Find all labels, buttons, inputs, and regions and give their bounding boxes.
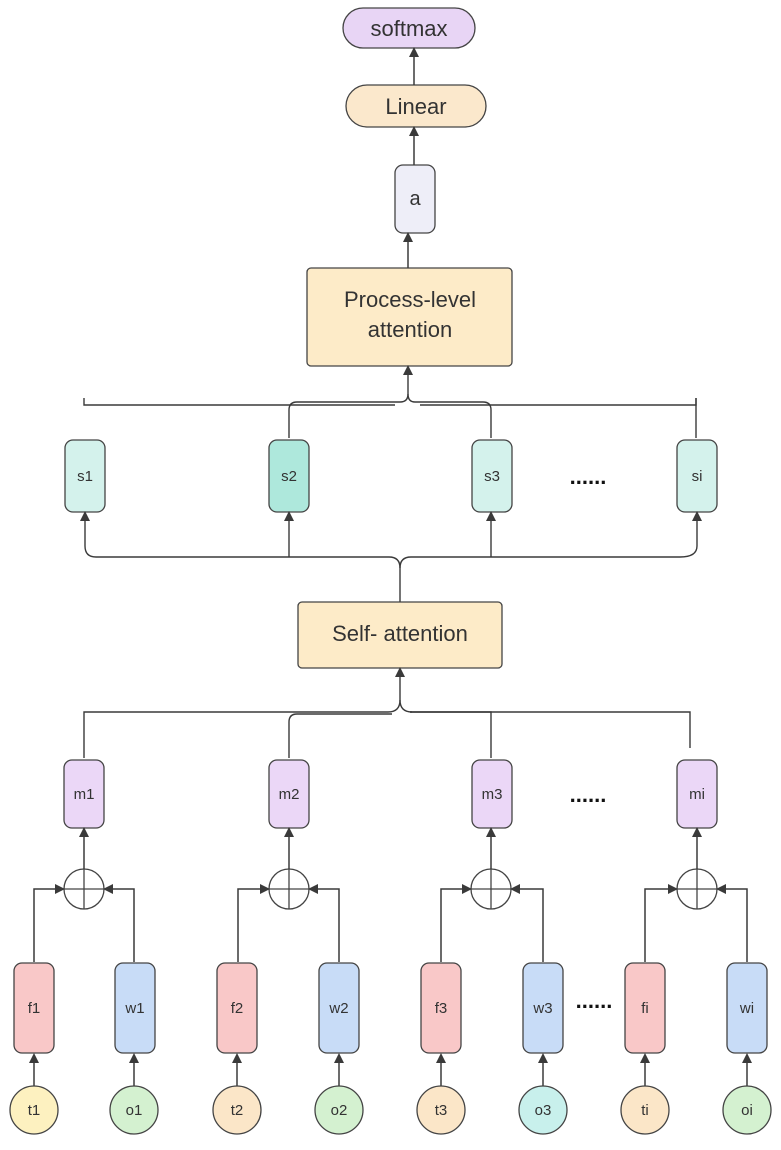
softmax-label: softmax [370, 16, 447, 41]
process-level-attention-line1: Process-level [344, 287, 476, 312]
self-attention-to-s-connectors [80, 511, 702, 602]
o1-label: o1 [126, 1102, 143, 1119]
oi-label: oi [741, 1102, 753, 1119]
group-3: f3 w3 t3 o3 [416, 827, 568, 1135]
t2-node [212, 1085, 262, 1135]
group-1: f1 w1 t1 o1 [9, 827, 159, 1135]
o2-label: o2 [331, 1102, 348, 1119]
t1-label: t1 [28, 1102, 41, 1119]
m-to-self-attention-connectors [83, 667, 691, 758]
wi-label: wi [739, 1000, 754, 1017]
group-i: fi wi ti oi [620, 827, 772, 1135]
o2-node [314, 1085, 364, 1135]
t3-label: t3 [435, 1102, 448, 1119]
ti-node [620, 1085, 670, 1135]
s-to-attention-connectors [83, 365, 697, 438]
m3-label: m3 [482, 786, 503, 803]
m2-label: m2 [279, 786, 300, 803]
w2-label: w2 [328, 1000, 348, 1017]
process-level-attention-line2: attention [368, 317, 452, 342]
f3-label: f3 [435, 1000, 448, 1017]
si-label: si [692, 468, 703, 485]
a-label: a [409, 188, 421, 210]
m1-label: m1 [74, 786, 95, 803]
ti-label: ti [641, 1102, 649, 1119]
t1-node [9, 1085, 59, 1135]
oi-node [722, 1085, 772, 1135]
mi-label: mi [689, 786, 705, 803]
self-attention-label: Self- attention [332, 621, 468, 646]
a-node [394, 164, 436, 234]
s2-label: s2 [281, 468, 297, 485]
t3-node [416, 1085, 466, 1135]
f2-label: f2 [231, 1000, 244, 1017]
w1-label: w1 [124, 1000, 144, 1017]
bottom-ellipsis: ...... [576, 988, 613, 1013]
fi-label: fi [641, 1000, 649, 1017]
linear-label: Linear [385, 94, 446, 119]
group-2: f2 w2 t2 o2 [212, 827, 364, 1135]
t2-label: t2 [231, 1102, 244, 1119]
o3-label: o3 [535, 1102, 552, 1119]
f1-label: f1 [28, 1000, 41, 1017]
m-ellipsis: ...... [570, 782, 607, 807]
o1-node [109, 1085, 159, 1135]
s-ellipsis: ...... [570, 464, 607, 489]
w3-label: w3 [532, 1000, 552, 1017]
s1-label: s1 [77, 468, 93, 485]
o3-node [518, 1085, 568, 1135]
s3-label: s3 [484, 468, 500, 485]
